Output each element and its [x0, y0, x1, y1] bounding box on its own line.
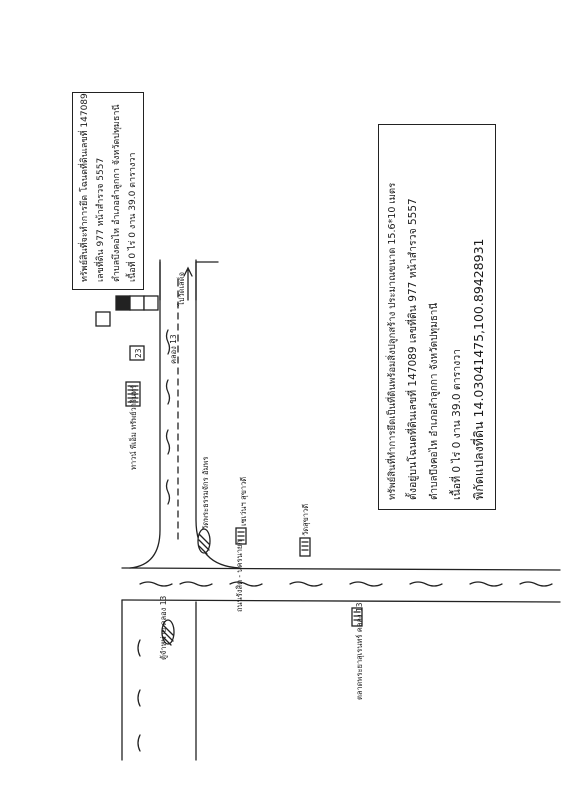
label-soi-no: 23 — [134, 348, 143, 358]
label-village: ทาวน์ พีเอ็ม ทรัพย์วารินทร์ — [129, 384, 138, 470]
main-road-edge-top — [121, 567, 561, 571]
soi-road-left-edge — [129, 259, 161, 569]
top-legend-line3: ตำบลบึงคอไห อำเภอลำลูกกา จังหวัดปทุมธานี — [112, 104, 122, 282]
label-soi-13: คลอง 13 — [169, 334, 178, 364]
label-temple: วัดพระธรรมจักร อัมพร — [201, 456, 210, 530]
label-left-bottom: ตลาดพระยาสุเรนทร์ คลอง 13 — [355, 602, 364, 700]
label-main-road: ถนนรังสิต - นครนายก — [235, 540, 244, 612]
main-legend-line5: พิกัดแปลงที่ดิน 14.03041475,100.89428931 — [471, 238, 486, 501]
top-legend-line1: ทรัพย์สินที่จะทำการยึด โฉนดที่ดินเลขที่ … — [80, 93, 90, 282]
label-shop2: วัดสุขาวดี — [301, 503, 310, 536]
main-road-edge-bottom — [121, 599, 561, 603]
main-legend-line1: ทรัพย์สินที่ทำการยึดเป็นที่ดินพร้อมสิ่งป… — [387, 182, 398, 500]
top-legend-box — [72, 92, 144, 290]
main-legend-box — [378, 124, 496, 510]
main-legend-line4: เนื้อที่ 0 ไร่ 0 งาน 39.0 ตารางวา — [451, 348, 463, 500]
top-legend-line4: เนื้อที่ 0 ไร่ 0 งาน 39.0 ตารางวา — [128, 152, 138, 282]
label-shop1: เซเว่นฯ สุขาวดี — [239, 476, 248, 526]
main-legend-line3: ตำบลบึงคอไห อำเภอลำลูกกา จังหวัดปทุมธานี — [429, 302, 440, 500]
top-legend-line2: เลขที่ดิน 977 หน้าสำรวจ 5557 — [96, 157, 106, 282]
main-legend-line2: ตั้งอยู่บนโฉนดที่ดินเลขที่ 147089 เลขที่… — [407, 198, 419, 500]
label-left-top: ตู้จำหน่าย คลอง 13 — [159, 595, 168, 660]
label-arrow: ไปวัดเสด็จ — [177, 271, 186, 306]
